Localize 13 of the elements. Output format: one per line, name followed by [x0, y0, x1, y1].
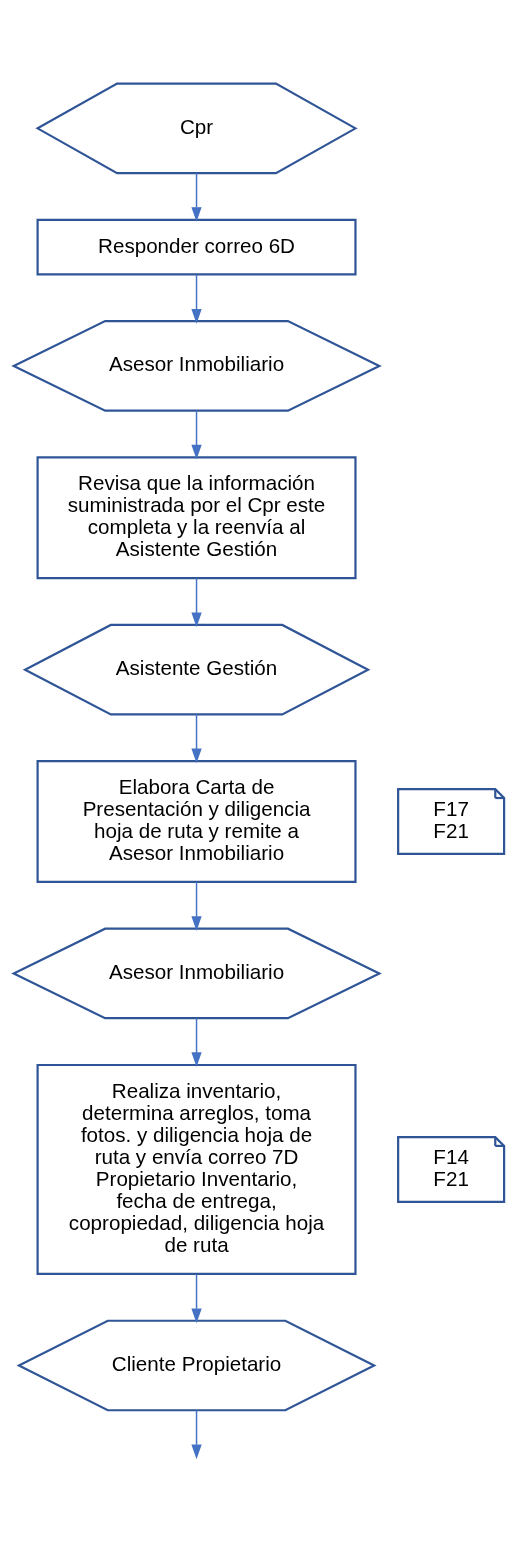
arrow	[191, 1017, 202, 1067]
node-box: Responder correo 6D	[36, 218, 357, 275]
arrow	[191, 1409, 202, 1459]
arrow	[191, 273, 202, 324]
arrow	[191, 409, 202, 459]
arrow	[191, 712, 202, 763]
arrow	[191, 171, 202, 222]
node-box: Revisa que la información suministrada por el Cpr este completa y la reenvía al Asistente Gestión	[36, 455, 357, 579]
arrow	[191, 576, 202, 627]
arrow	[191, 1273, 202, 1323]
node-box: Realiza inventario, determina arreglos, toma fotos. y diligencia hoja de ruta y envía correo 7D Propietario Inventario, fecha de entrega, copropiedad, diligencia hoja de ruta	[36, 1063, 357, 1275]
node-box: Elabora Carta de Presentación y diligencia hoja de ruta y remite a Asesor Inmobiliario	[36, 759, 357, 883]
arrow	[191, 880, 202, 931]
